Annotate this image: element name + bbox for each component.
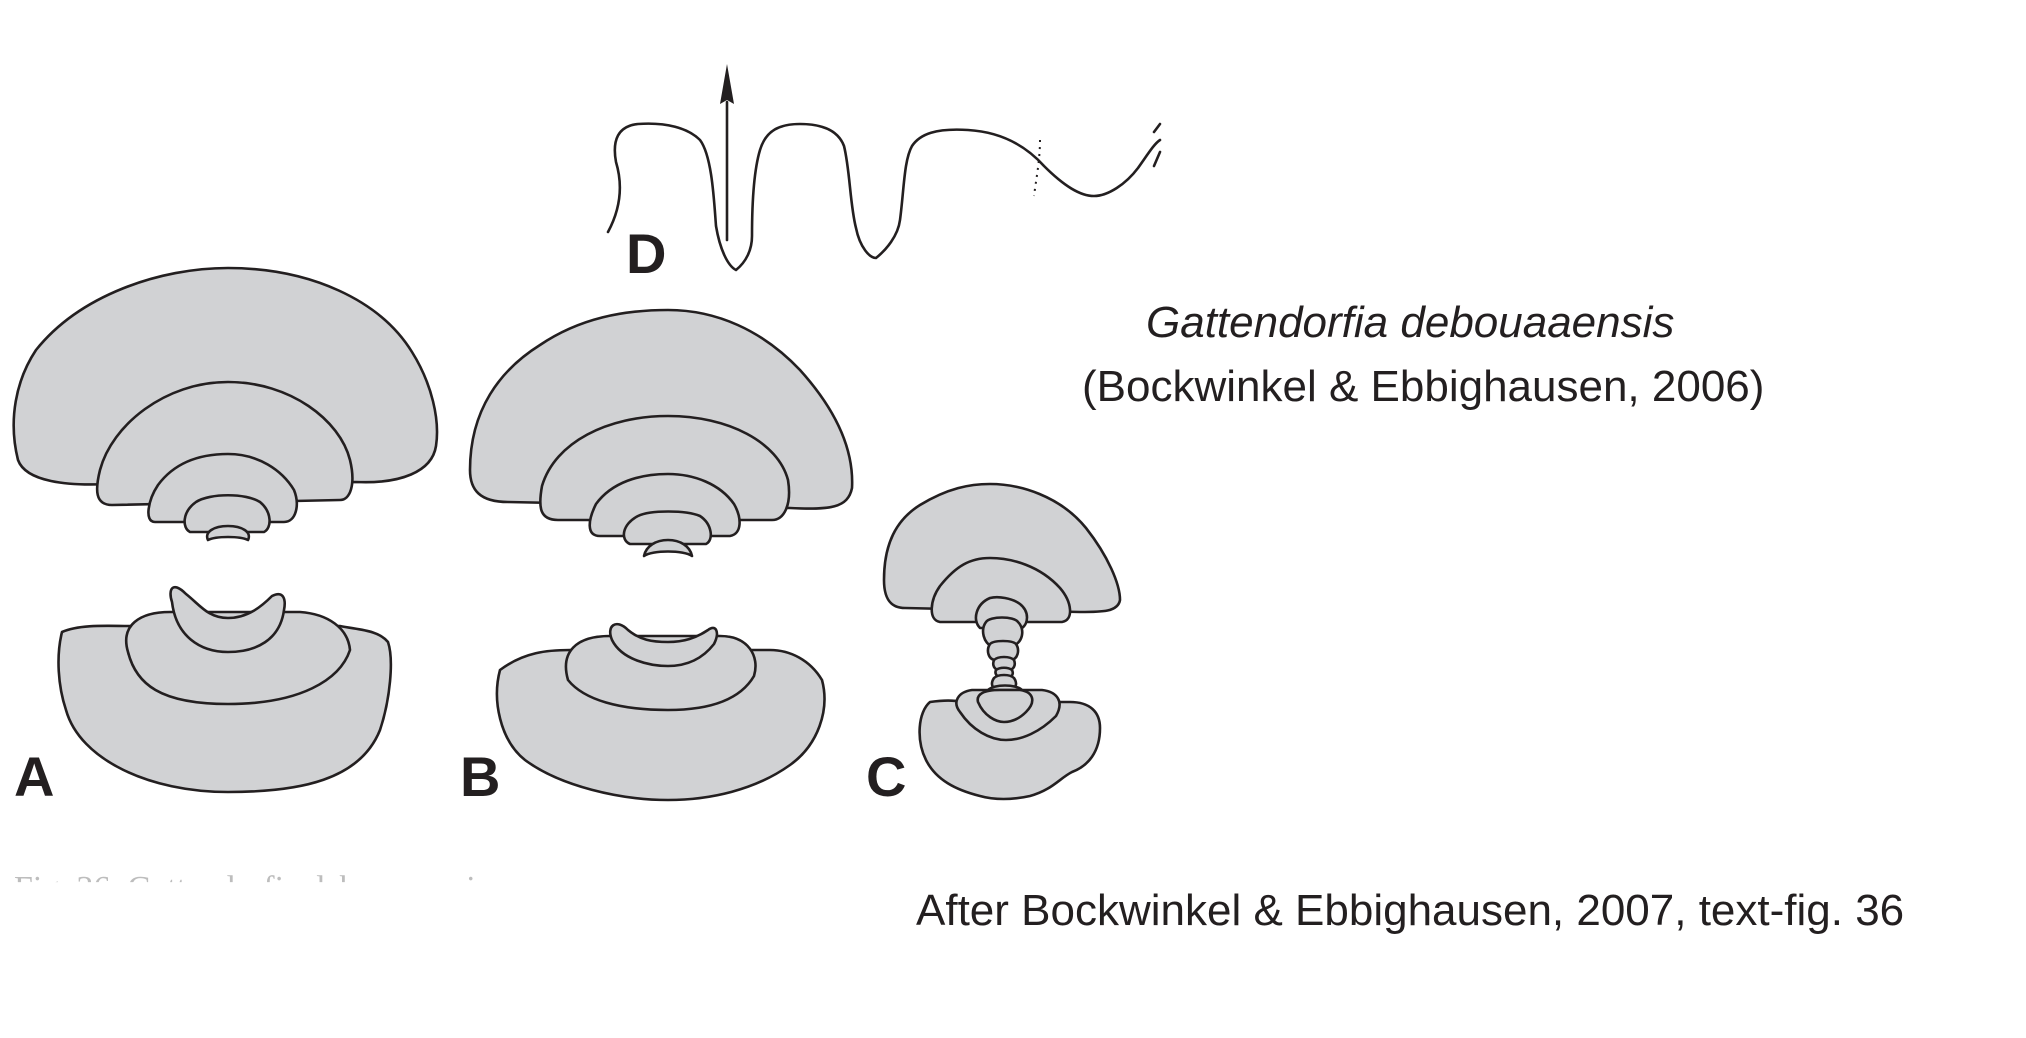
panel-c-upper-whorls xyxy=(882,482,1122,630)
panel-label-c: C xyxy=(866,745,906,808)
source-caption: After Bockwinkel & Ebbighausen, 2007, te… xyxy=(916,886,1905,935)
panel-label-d: D xyxy=(626,222,666,285)
panel-b-lower-whorls xyxy=(495,622,826,802)
panel-d-suture-line xyxy=(606,64,1162,272)
faded-figure-caption: Fig. 36. Gattendorfia debouaaensis xyxy=(14,870,489,907)
panel-a-upper-whorls xyxy=(12,266,439,542)
arrow-head-icon xyxy=(720,64,734,104)
panel-label-b: B xyxy=(460,745,500,808)
species-authority: (Bockwinkel & Ebbighausen, 2006) xyxy=(1082,362,1765,411)
panel-label-a: A xyxy=(14,745,54,808)
species-name: Gattendorfia debouaaensis xyxy=(1146,298,1675,347)
panel-c-lower-whorls xyxy=(918,688,1102,801)
panel-b-upper-whorls xyxy=(468,308,854,558)
panel-a-lower-whorls xyxy=(57,585,393,794)
